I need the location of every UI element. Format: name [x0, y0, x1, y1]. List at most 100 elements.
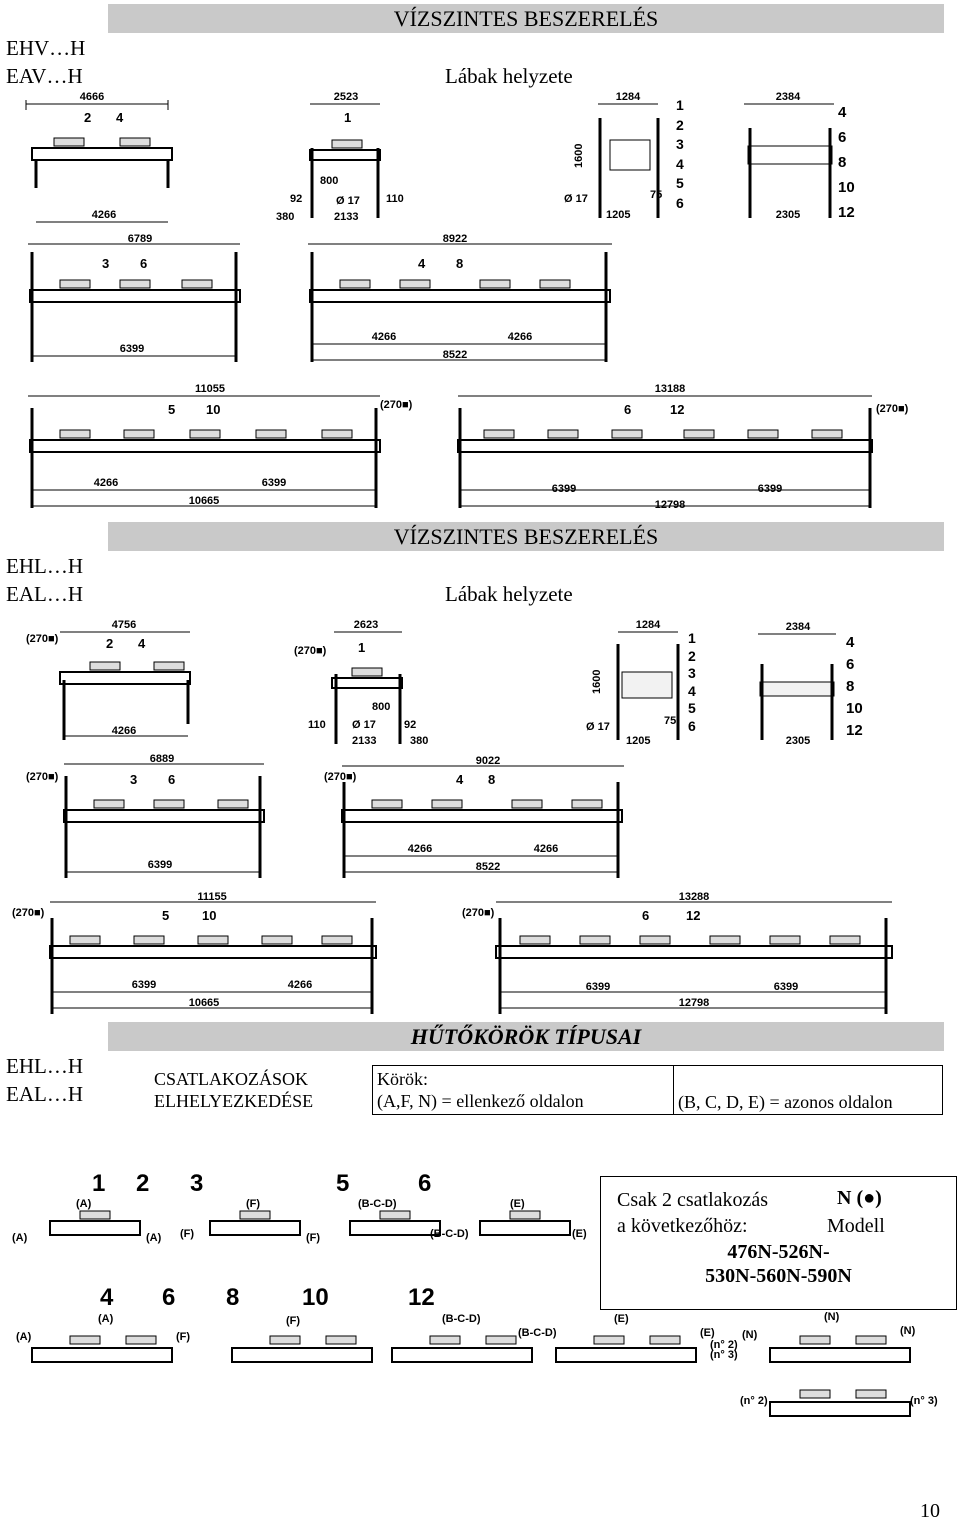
svg-text:(A): (A) [98, 1313, 114, 1325]
dim-b1: 4266 [408, 843, 432, 855]
dim-bottom: 8522 [476, 861, 500, 873]
note-line2: a következőhöz: [617, 1215, 748, 1237]
opposite-side-cell: Körök: (A,F, N) = ellenkező oldalon [372, 1065, 674, 1115]
circ-label-2: 2 [106, 636, 113, 651]
dim-b2: 2133 [334, 211, 358, 223]
svg-text:(n° 3): (n° 3) [710, 1349, 738, 1361]
dim-b2: 6399 [758, 483, 782, 495]
drawing-1fan-h: 2523 1 800 Ø 17 92 110 380 2133 [276, 91, 404, 223]
dim-bottom: 2305 [786, 735, 810, 747]
series-ehv: EHV…H [6, 36, 86, 60]
svg-text:(B-C-D): (B-C-D) [430, 1228, 469, 1240]
svg-text:(N): (N) [824, 1311, 840, 1323]
dim-bottom: 6399 [120, 343, 144, 355]
circ-label-4: 4 [116, 110, 124, 125]
circ-label-3: 3 [130, 772, 137, 787]
section-band-3: HŰTŐKÖRÖK TÍPUSAI [108, 1022, 944, 1051]
note-box: Csak 2 csatlakozás a következőhöz: N (●)… [600, 1176, 957, 1310]
svg-text:(E): (E) [700, 1327, 715, 1339]
dim-b1: 6399 [552, 483, 576, 495]
dim-top: 1284 [616, 91, 641, 103]
dim-b1: 6399 [132, 979, 156, 991]
dim-b2: 4266 [508, 331, 532, 343]
svg-text:(N): (N) [900, 1325, 916, 1337]
circ-label-10: 10 [206, 402, 220, 417]
dim-b2: 4266 [534, 843, 558, 855]
drawing-double-side-h: 2384 2305 [744, 91, 834, 221]
svg-text:(A): (A) [76, 1198, 92, 1210]
dim-bottom: 10665 [189, 997, 220, 1009]
svg-text:(F): (F) [176, 1331, 190, 1343]
dim-b1: 4266 [372, 331, 396, 343]
circ-label-10: 10 [202, 908, 216, 923]
dim-bottom: 1205 [606, 209, 630, 221]
svg-text:(n° 2): (n° 2) [740, 1395, 768, 1407]
series-eal: EAL…H [6, 1082, 83, 1106]
dim-right: 75 [664, 715, 676, 727]
svg-text:(N): (N) [742, 1329, 758, 1341]
note-models-1: 476N-526N- [727, 1241, 830, 1263]
drawing-2fan-h: 4666 2 4 4266 [25, 91, 173, 223]
circ-label-8: 8 [488, 772, 495, 787]
svg-text:(E): (E) [510, 1198, 525, 1210]
circ-label-8: 8 [456, 256, 463, 271]
svg-text:(A): (A) [146, 1232, 162, 1244]
svg-text:(B-C-D): (B-C-D) [442, 1313, 481, 1325]
circ-label-5: 5 [162, 908, 169, 923]
tag-270: (270■) [324, 771, 357, 783]
circ-label-1: 1 [344, 110, 351, 125]
dim-top: 1284 [636, 619, 661, 631]
dim-right: 92 [404, 719, 416, 731]
series-ehl: EHL…H [6, 554, 83, 578]
note-n-title: N (●) [837, 1187, 882, 1209]
series-eal: EAL…H [6, 582, 83, 606]
series-ehl: EHL…H [6, 1054, 83, 1078]
dim-right: 75 [650, 189, 662, 201]
circ-label-1: 1 [358, 640, 365, 655]
tag-270: (270■) [876, 403, 909, 415]
circ-label-6: 6 [140, 256, 147, 271]
svg-text:(F): (F) [286, 1315, 300, 1327]
circ-label-4: 4 [456, 772, 464, 787]
same-side-cell: (B, C, D, E) = azonos oldalon [673, 1065, 943, 1115]
series-label-3: EHL…H EAL…H [6, 1052, 83, 1108]
dim-b1: 380 [276, 211, 294, 223]
band-title: VÍZSZINTES BESZERELÉS [393, 6, 659, 31]
band-title: HŰTŐKÖRÖK TÍPUSAI [410, 1024, 642, 1049]
dim-height: 800 [372, 701, 390, 713]
dim-b2: 380 [410, 735, 428, 747]
svg-text:(A): (A) [12, 1232, 28, 1244]
dim-b2: 4266 [288, 979, 312, 991]
svg-text:(E): (E) [614, 1313, 629, 1325]
svg-text:(n° 2): (n° 2) [710, 1339, 738, 1351]
dim-top: 13188 [655, 383, 686, 395]
drawing-4fan-l: (270■) 9022 4 8 4266 4266 8522 [324, 755, 624, 878]
dim-height: 1600 [591, 670, 603, 694]
circuit-diagram-row1: (A) (A) (A) (F) (F) (F) (B-C-D) (B-C-D) … [12, 1198, 587, 1244]
svg-text:(A): (A) [16, 1331, 32, 1343]
drawing-3fan-l: (270■) 6889 3 6 6399 [26, 753, 265, 878]
circ-label-4: 4 [138, 636, 146, 651]
dim-bottom: 4266 [112, 725, 136, 737]
tag-270: (270■) [294, 645, 327, 657]
dim-top: 2384 [786, 621, 811, 633]
dim-height: 1600 [573, 144, 585, 168]
note-line1: Csak 2 csatlakozás [617, 1189, 769, 1211]
circ-label-6: 6 [624, 402, 631, 417]
drawing-5fan-l: (270■) 11155 5 10 6399 4266 10665 [12, 891, 377, 1014]
tag-270: (270■) [26, 771, 59, 783]
dim-top: 9022 [476, 755, 500, 767]
circ-label-5: 5 [168, 402, 175, 417]
dim-diameter: Ø 17 [564, 193, 588, 205]
subtitle-2: Lábak helyzete [445, 582, 573, 606]
dim-left: 110 [308, 719, 326, 731]
circ-label-2: 2 [84, 110, 91, 125]
page-number: 10 [920, 1500, 940, 1522]
dim-left: 92 [290, 193, 302, 205]
circ-label-6: 6 [168, 772, 175, 787]
